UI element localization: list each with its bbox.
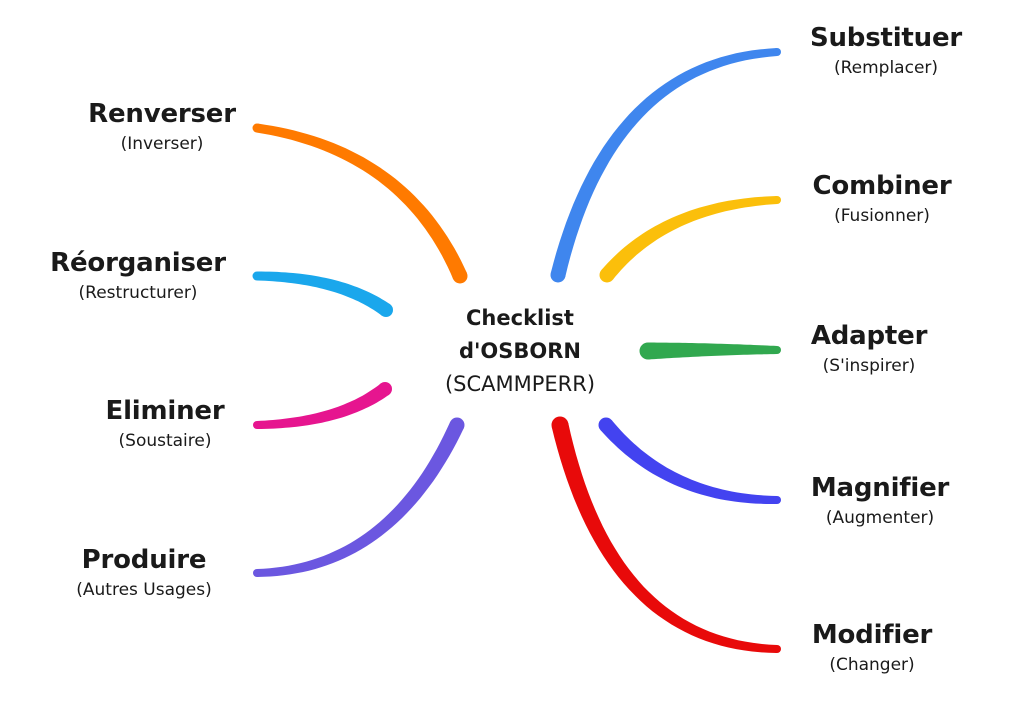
- node-subtitle: (Inverser): [120, 134, 204, 154]
- branch-cap-inner: [449, 417, 465, 433]
- branch-line-magnifier: [600, 420, 777, 504]
- branch-line-modifier: [551, 423, 778, 653]
- node-subtitle: (Remplacer): [833, 58, 939, 78]
- node-modifier[interactable]: Modifier (Changer): [772, 618, 972, 678]
- node-subtitle: (Soustaire): [118, 431, 212, 451]
- branch-cap-inner: [379, 303, 393, 317]
- branch-line-eliminer: [256, 383, 390, 429]
- branch-renverser: [252, 123, 468, 284]
- branch-reorganiser: [252, 271, 393, 317]
- branch-cap-outer: [253, 569, 261, 577]
- branch-cap-inner: [551, 416, 569, 434]
- branch-eliminer: [253, 382, 392, 429]
- node-magnifier[interactable]: Magnifier (Augmenter): [780, 471, 980, 531]
- branch-cap-inner: [599, 267, 615, 283]
- branch-cap-outer: [773, 48, 781, 56]
- central-topic-line1: Checklist: [466, 306, 574, 330]
- central-topic-line2: d'OSBORN: [458, 339, 582, 363]
- node-renverser[interactable]: Renverser (Inverser): [62, 97, 262, 157]
- branch-cap-inner: [452, 268, 468, 284]
- node-title: Réorganiser: [50, 248, 226, 278]
- branch-produire: [253, 417, 465, 577]
- branch-adapter: [639, 342, 781, 360]
- branch-line-substituer: [550, 48, 778, 277]
- node-reorganiser[interactable]: Réorganiser (Restructurer): [38, 246, 238, 306]
- node-combiner[interactable]: Combiner (Fusionner): [782, 169, 982, 229]
- node-subtitle: (Changer): [829, 655, 915, 675]
- node-title: Adapter: [810, 321, 928, 351]
- branch-cap-outer: [253, 421, 261, 429]
- node-subtitle: (Augmenter): [825, 508, 935, 528]
- node-subtitle: (Fusionner): [834, 206, 930, 226]
- branch-magnifier: [598, 417, 781, 504]
- node-title: Produire: [81, 545, 207, 575]
- node-title: Eliminer: [105, 396, 225, 426]
- node-title: Substituer: [809, 23, 963, 53]
- branch-line-reorganiser: [256, 271, 391, 316]
- branch-substituer: [550, 48, 781, 283]
- branch-cap-outer: [773, 645, 781, 653]
- branch-cap-outer: [773, 346, 781, 354]
- branch-line-combiner: [601, 196, 778, 280]
- branch-cap-inner: [378, 382, 392, 396]
- branch-combiner: [599, 196, 781, 283]
- node-eliminer[interactable]: Eliminer (Soustaire): [65, 394, 265, 454]
- branch-cap-outer: [252, 123, 262, 133]
- central-topic-line3: (SCAMMPERR): [444, 372, 596, 396]
- node-produire[interactable]: Produire (Autres Usages): [44, 543, 244, 603]
- node-title: Renverser: [88, 99, 236, 129]
- node-subtitle: (Restructurer): [78, 283, 198, 303]
- branch-cap-outer: [773, 496, 781, 504]
- node-adapter[interactable]: Adapter (S'inspirer): [769, 319, 969, 379]
- node-title: Magnifier: [810, 473, 950, 503]
- branch-line-renverser: [256, 123, 467, 279]
- branch-cap-outer: [252, 271, 262, 281]
- node-subtitle: (S'inspirer): [822, 356, 916, 376]
- branch-line-produire: [256, 421, 464, 577]
- node-substituer[interactable]: Substituer (Remplacer): [786, 21, 986, 81]
- central-topic[interactable]: Checklist d'OSBORN (SCAMMPERR): [410, 302, 630, 401]
- node-subtitle: (Autres Usages): [76, 580, 212, 600]
- node-title: Combiner: [812, 171, 952, 201]
- branch-cap-inner: [639, 342, 657, 360]
- branch-cap-inner: [598, 417, 614, 433]
- branch-cap-outer: [773, 196, 781, 204]
- node-title: Modifier: [811, 620, 933, 650]
- branch-line-adapter: [647, 342, 778, 360]
- branch-cap-inner: [550, 267, 566, 283]
- branch-modifier: [551, 416, 781, 653]
